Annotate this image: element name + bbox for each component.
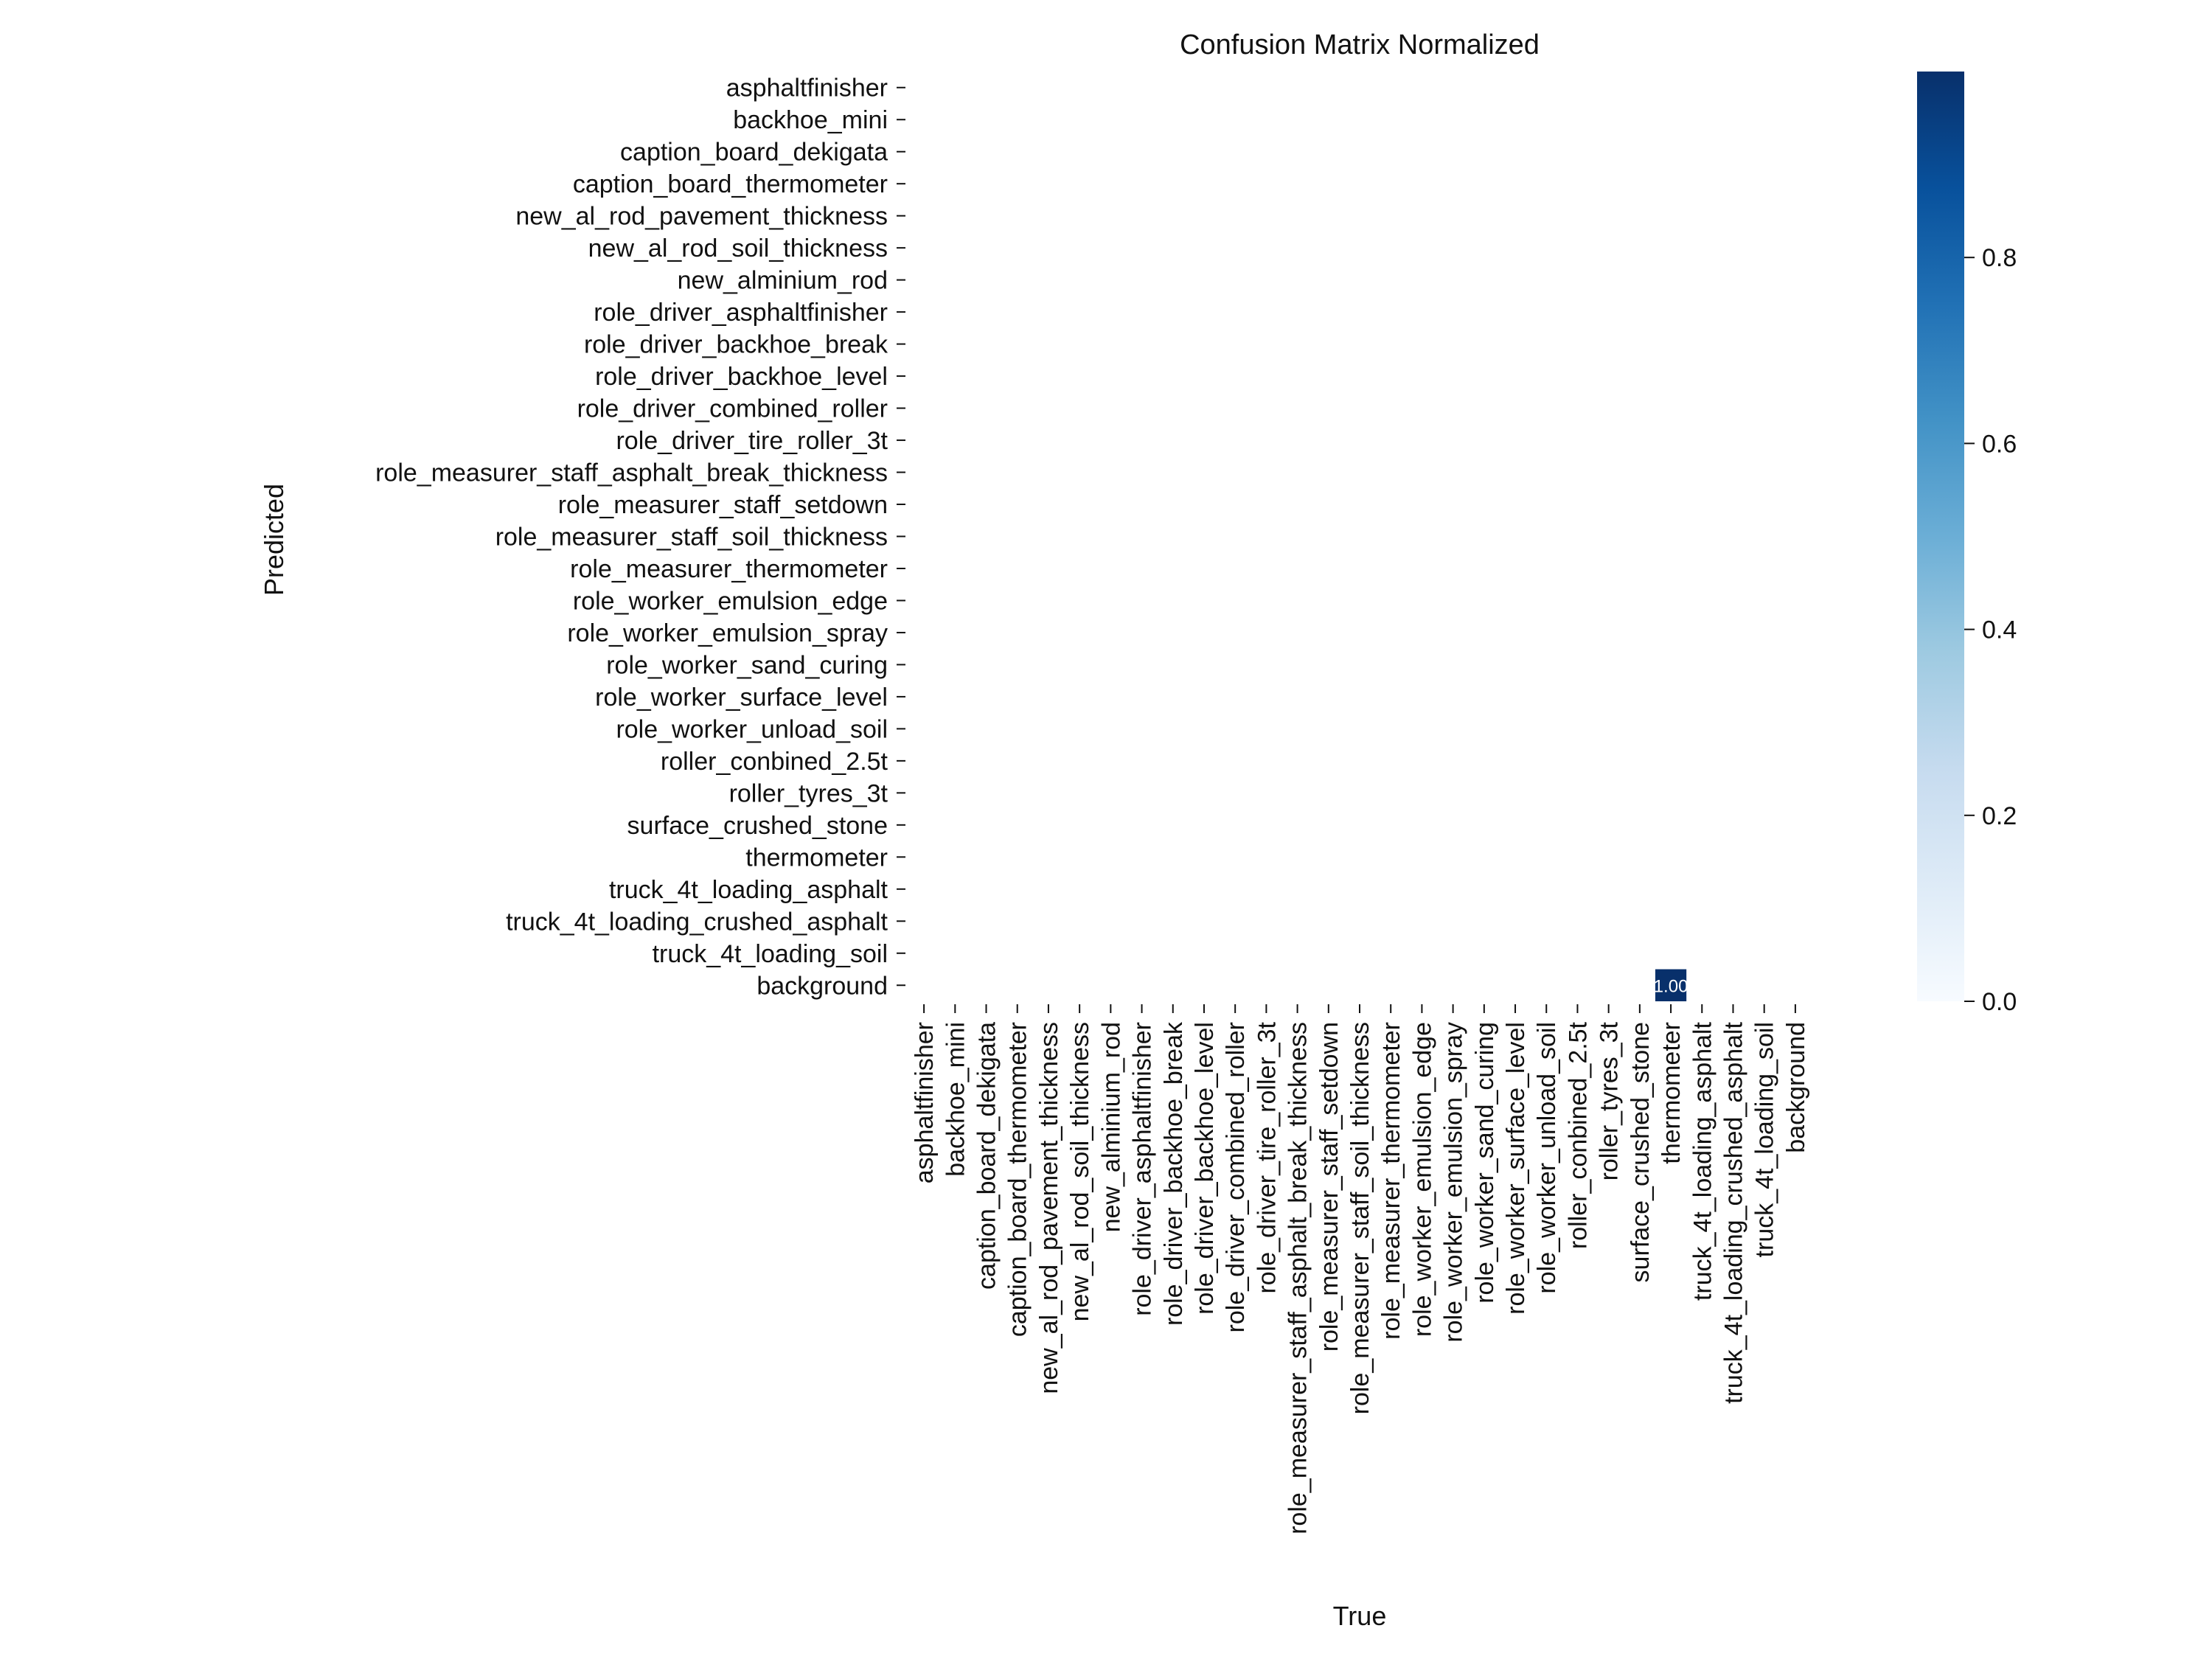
x-tick-label: background (1782, 1022, 1810, 1153)
y-tick-label: asphaltfinisher (726, 74, 888, 102)
x-tick-label: role_driver_tire_roller_3t (1253, 1021, 1281, 1293)
y-tick-label: roller_tyres_3t (729, 779, 888, 807)
x-tick-label: truck_4t_loading_soil (1751, 1022, 1779, 1257)
y-tick-label: thermometer (745, 844, 888, 872)
x-tick-label: backhoe_mini (942, 1022, 970, 1177)
colorbar-tick-label: 0.0 (1982, 988, 2017, 1016)
colorbar-tick-label: 0.4 (1982, 616, 2017, 644)
y-tick-label: role_measurer_thermometer (570, 555, 888, 583)
x-tick-label: role_worker_sand_curing (1471, 1022, 1499, 1304)
y-tick-label: role_worker_surface_level (595, 684, 888, 712)
x-tick-label: role_measurer_staff_asphalt_break_thickn… (1284, 1022, 1312, 1534)
colorbar (1917, 72, 1964, 1001)
x-tick-label: truck_4t_loading_crushed_asphalt (1719, 1021, 1747, 1403)
x-tick-label: surface_crushed_stone (1627, 1022, 1655, 1282)
x-tick-label: role_driver_backhoe_break (1160, 1021, 1188, 1326)
colorbar-tick-label: 0.2 (1982, 802, 2017, 830)
x-tick-label: caption_board_dekigata (973, 1022, 1001, 1290)
y-tick-label: backhoe_mini (733, 106, 888, 134)
y-tick-label: role_worker_emulsion_edge (573, 587, 888, 615)
y-tick-label: new_alminium_rod (678, 267, 888, 295)
x-tick-label: new_alminium_rod (1097, 1022, 1125, 1232)
x-tick-label: role_measurer_staff_soil_thickness (1346, 1022, 1374, 1414)
chart-title: Confusion Matrix Normalized (1180, 29, 1540, 60)
y-tick-label: background (757, 972, 888, 1000)
x-tick-label: role_measurer_thermometer (1377, 1022, 1405, 1340)
cell-value-label: 1.00 (1654, 976, 1688, 996)
y-tick-label: role_driver_backhoe_break (584, 331, 888, 359)
colorbar-tick-group: 0.0 0.2 0.4 0.6 0.8 (1964, 244, 2017, 1016)
x-tick-label: truck_4t_loading_asphalt (1688, 1021, 1717, 1301)
x-tick-label: new_al_rod_soil_thickness (1066, 1022, 1094, 1321)
y-tick-label: role_driver_tire_roller_3t (616, 427, 888, 455)
x-tick-label: roller_conbined_2.5t (1564, 1021, 1592, 1249)
x-tick-label: role_worker_emulsion_edge (1408, 1022, 1436, 1337)
y-tick-label: truck_4t_loading_crushed_asphalt (506, 908, 888, 936)
y-tick-label: role_worker_sand_curing (606, 651, 888, 679)
y-tick-label: role_measurer_staff_setdown (558, 491, 888, 519)
y-tick-label: caption_board_dekigata (620, 139, 888, 167)
x-tick-label: new_al_rod_pavement_thickness (1035, 1022, 1063, 1394)
x-tick-label: role_driver_asphaltfinisher (1129, 1022, 1157, 1316)
y-tick-label: new_al_rod_pavement_thickness (515, 203, 888, 231)
x-tick-label: role_measurer_staff_setdown (1315, 1022, 1343, 1352)
colorbar-tick-label: 0.8 (1982, 244, 2017, 272)
y-tick-label: surface_crushed_stone (627, 812, 888, 840)
y-tick-label: role_driver_combined_roller (577, 395, 888, 423)
x-tick-label: thermometer (1658, 1022, 1686, 1164)
y-tick-label: truck_4t_loading_asphalt (609, 876, 888, 904)
y-tick-label: role_worker_emulsion_spray (567, 619, 888, 647)
colorbar-tick-label: 0.6 (1982, 430, 2017, 458)
heatmap-cell (1655, 969, 1687, 1001)
x-tick-label: role_worker_emulsion_spray (1440, 1022, 1468, 1343)
y-tick-label: role_driver_asphaltfinisher (594, 299, 888, 327)
y-tick-label: role_measurer_staff_soil_thickness (495, 524, 888, 552)
y-tick-label: role_worker_unload_soil (616, 715, 888, 743)
x-tick-label: role_driver_combined_roller (1222, 1022, 1250, 1332)
x-axis-label: True (1333, 1601, 1387, 1631)
y-axis-label: Predicted (259, 484, 289, 596)
y-tick-group: asphaltfinisher backhoe_mini caption_board… (375, 74, 905, 1000)
y-tick-label: caption_board_thermometer (573, 170, 888, 198)
y-tick-label: role_driver_backhoe_level (595, 363, 888, 391)
x-tick-label: role_worker_surface_level (1502, 1022, 1530, 1315)
y-tick-label: roller_conbined_2.5t (661, 748, 888, 776)
x-tick-label: asphaltfinisher (911, 1022, 939, 1183)
x-tick-label: caption_board_thermometer (1004, 1022, 1032, 1337)
y-tick-label: role_measurer_staff_asphalt_break_thickn… (375, 459, 888, 487)
x-tick-label: role_driver_backhoe_level (1191, 1022, 1219, 1315)
x-tick-label: role_worker_unload_soil (1533, 1022, 1561, 1294)
x-tick-label: roller_tyres_3t (1596, 1021, 1624, 1180)
y-tick-label: truck_4t_loading_soil (653, 940, 888, 968)
heatmap-cells: 1.00 (1654, 969, 1688, 1001)
y-tick-label: new_al_rod_soil_thickness (588, 234, 888, 262)
